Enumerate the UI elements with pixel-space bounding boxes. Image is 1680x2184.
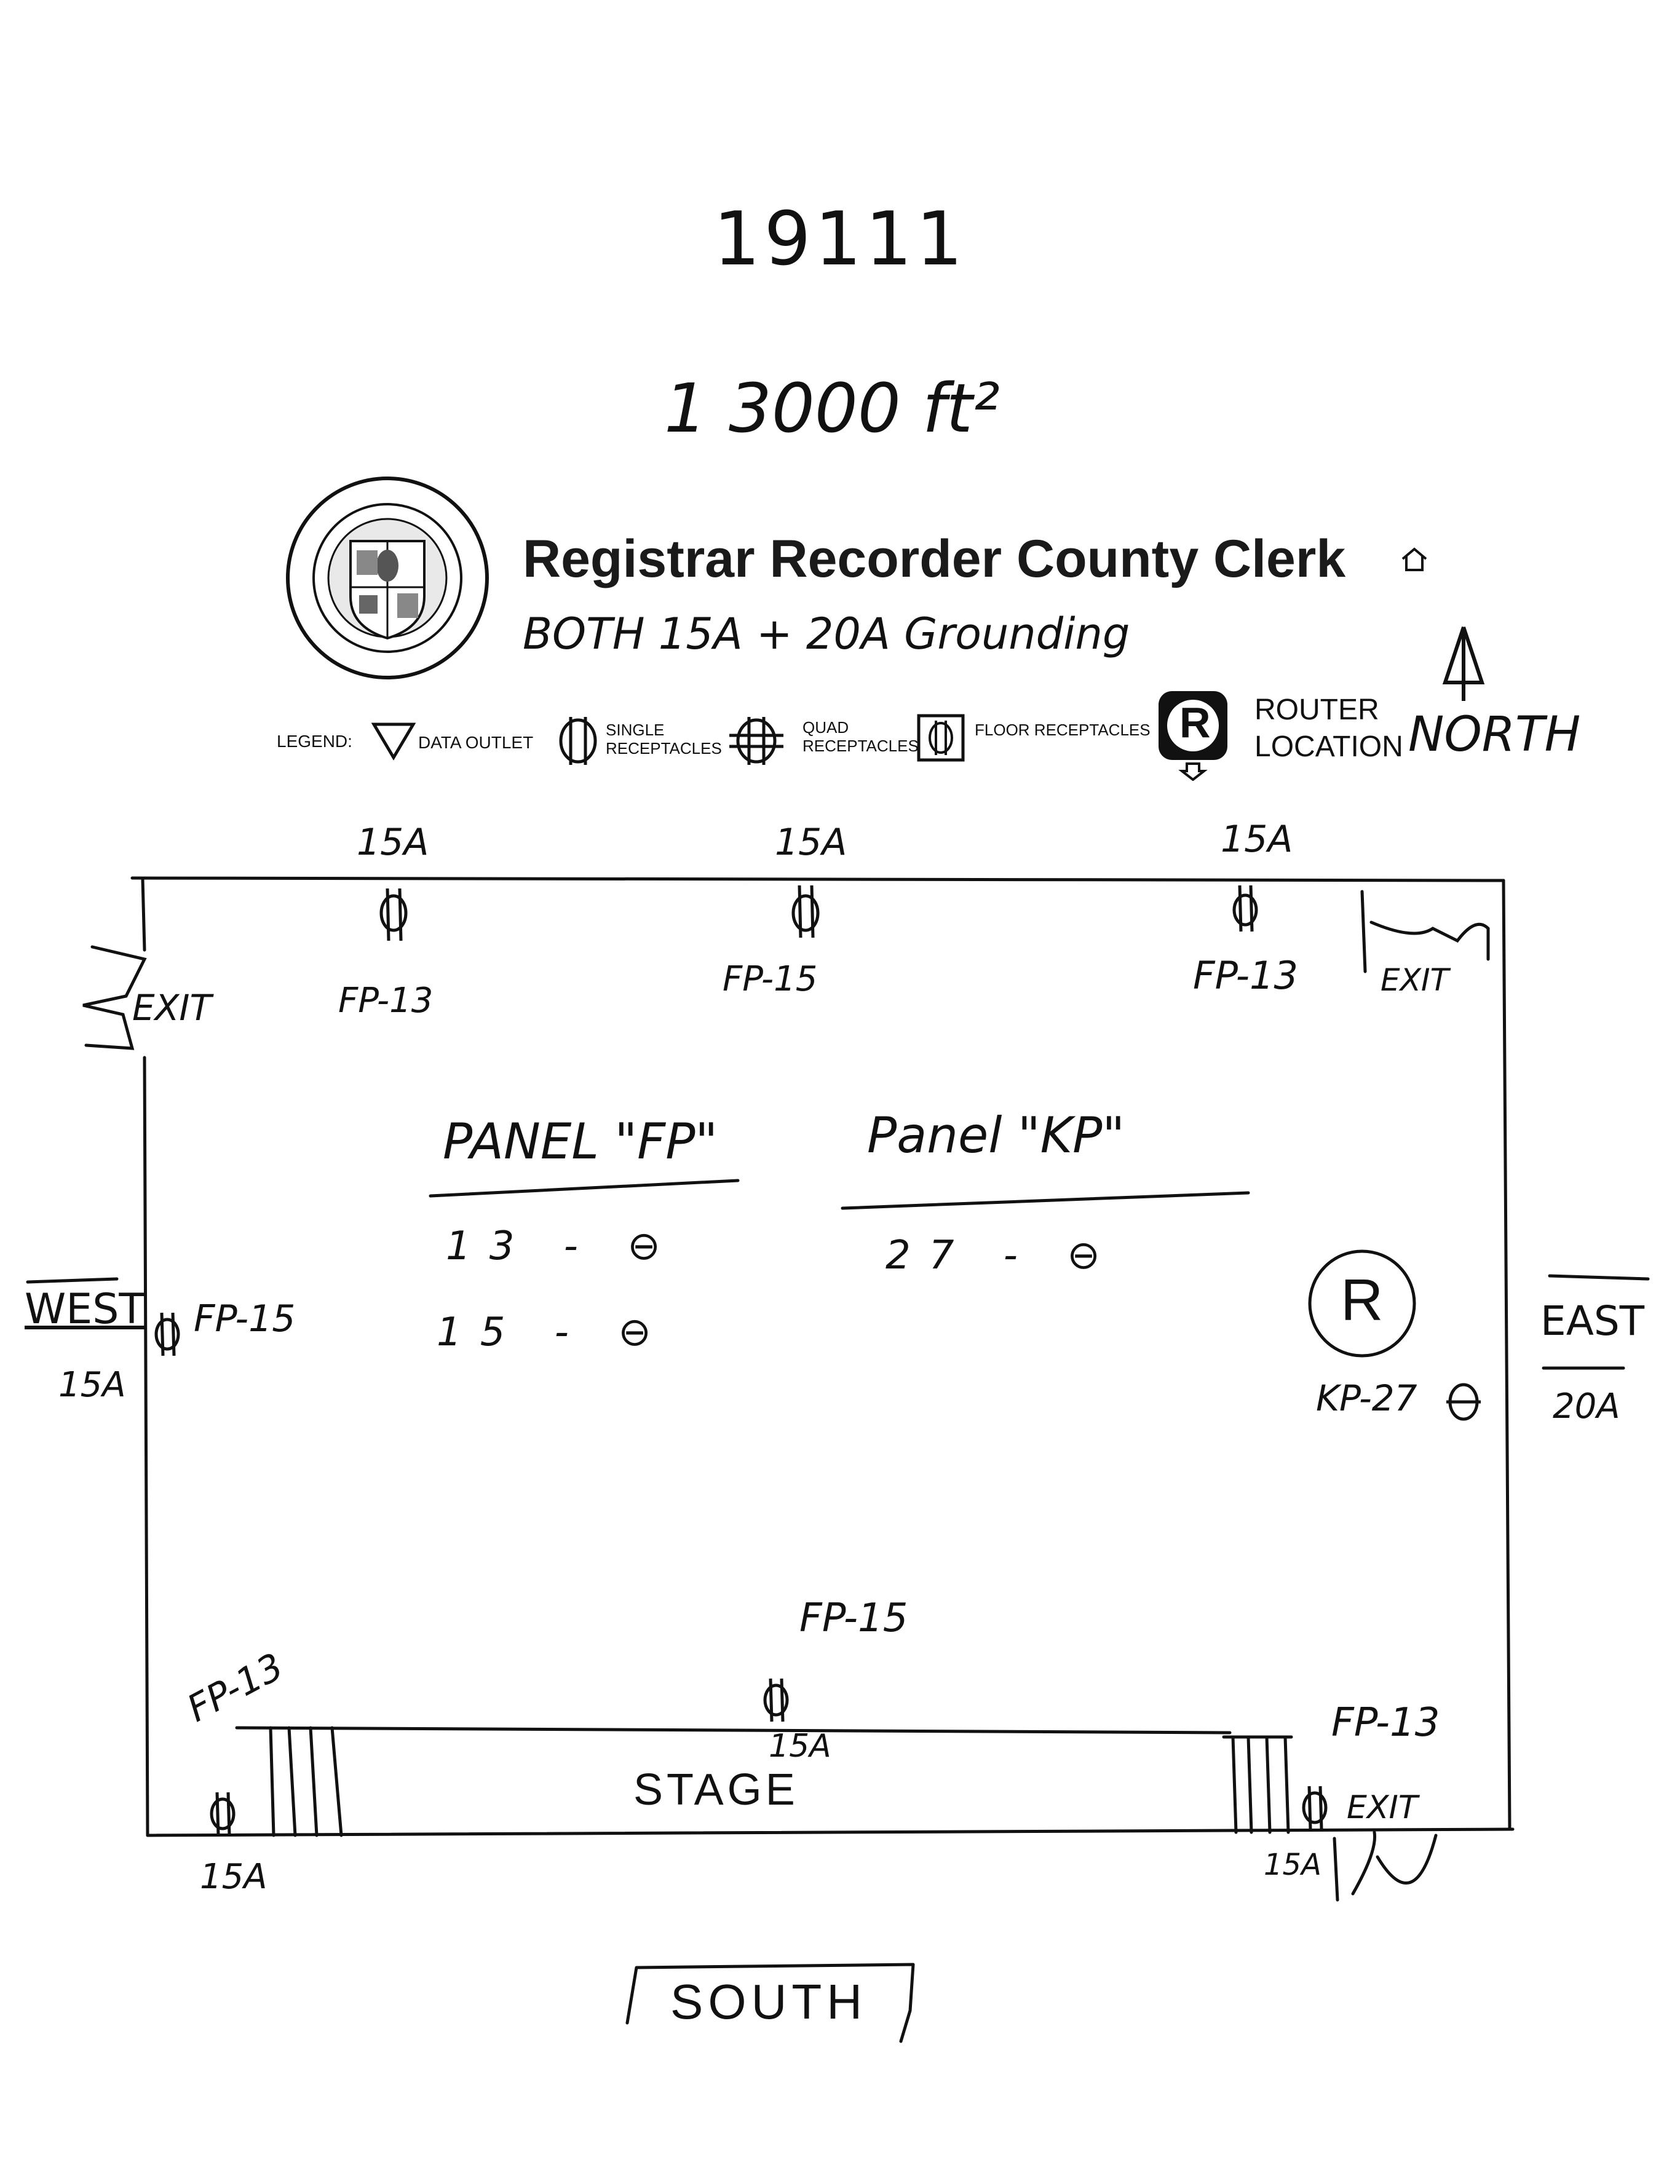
single-receptacle-icon xyxy=(553,713,603,769)
legend-router-location: ROUTER LOCATION xyxy=(1254,694,1403,763)
data-outlet-icon xyxy=(369,719,418,762)
west-label: WEST xyxy=(25,1285,145,1334)
panel-fp-row-1: 13 - ⊖ xyxy=(446,1224,679,1269)
county-seal xyxy=(283,473,492,682)
north-arrow-icon xyxy=(1433,621,1507,707)
legend-floor: FLOOR RECEPTACLES xyxy=(975,721,1151,739)
top-circuit-2: FP-15 xyxy=(723,959,818,999)
top-amps-2: 15A xyxy=(775,821,847,864)
panel-fp-title: PANEL "FP" xyxy=(443,1113,718,1170)
east-label: EAST xyxy=(1540,1297,1645,1345)
top-circuit-3: FP-13 xyxy=(1193,953,1298,998)
west-amps: 15A xyxy=(58,1365,126,1405)
home-icon xyxy=(1399,544,1430,575)
job-number: 19111 xyxy=(713,197,967,282)
org-name: Registrar Recorder County Clerk xyxy=(523,529,1346,588)
legend-quad: QUAD RECEPTACLES xyxy=(802,718,919,755)
floor-receptacle-icon xyxy=(916,713,965,762)
top-amps-1: 15A xyxy=(357,821,429,864)
router-legend-icon xyxy=(1156,689,1230,781)
quad-receptacle-icon xyxy=(726,713,787,769)
panel-kp-row-1: 27 - ⊖ xyxy=(886,1233,1119,1278)
stage-right-amps: 15A xyxy=(1264,1848,1321,1882)
west-circuit: FP-15 xyxy=(194,1297,296,1340)
stage-right-circuit: FP-13 xyxy=(1331,1700,1440,1746)
area-note: 1 3000 ft² xyxy=(664,369,1000,448)
receptacle-top-1 xyxy=(379,888,408,941)
exit-northeast: EXIT xyxy=(1381,962,1449,998)
panel-fp-row-2: 15 - ⊖ xyxy=(437,1310,670,1355)
east-receptacle-icon xyxy=(1445,1380,1482,1423)
exit-west: EXIT xyxy=(132,987,212,1029)
top-amps-3: 15A xyxy=(1221,818,1293,861)
top-circuit-1: FP-13 xyxy=(338,981,434,1021)
stage-left-amps: 15A xyxy=(200,1857,267,1897)
stage-center-circuit: FP-15 xyxy=(799,1596,908,1641)
legend-router-symbol: R xyxy=(1179,698,1211,746)
east-circuit: KP-27 xyxy=(1316,1377,1417,1419)
legend-data-outlet: DATA OUTLET xyxy=(418,733,534,752)
south-label: SOUTH xyxy=(670,1974,867,2029)
north-label: NORTH xyxy=(1408,707,1581,762)
legend-title: LEGEND: xyxy=(277,732,352,751)
grounding-note: BOTH 15A + 20A Grounding xyxy=(523,609,1130,659)
panel-kp-title: Panel "KP" xyxy=(867,1107,1125,1164)
east-amps: 20A xyxy=(1553,1387,1620,1426)
stage-center-amps: 15A xyxy=(769,1728,831,1765)
stage-label: STAGE xyxy=(633,1765,799,1814)
router-symbol: R xyxy=(1341,1267,1384,1333)
exit-southeast: EXIT xyxy=(1347,1789,1418,1826)
